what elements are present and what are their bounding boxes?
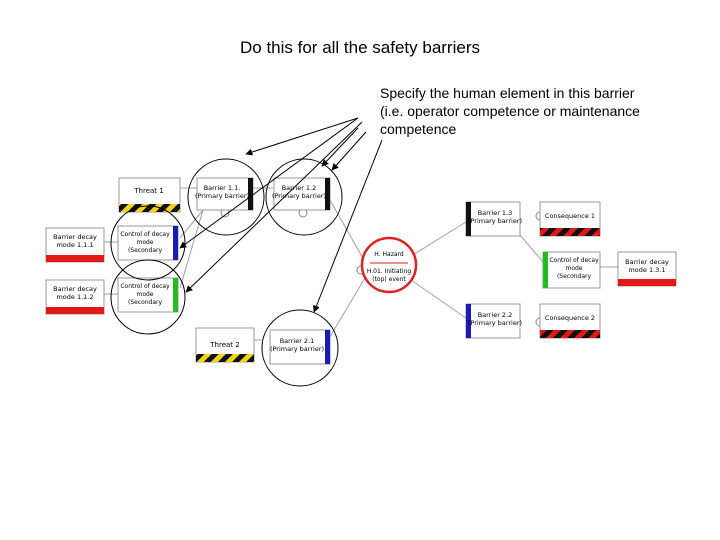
barrier-2-2-box[interactable]: Barrier 2.2 (Primary barrier)	[465, 303, 522, 339]
control-3-line2: mode	[565, 265, 582, 272]
arrow-to-barrier-1-2-b	[331, 131, 367, 171]
decay-mode-1-3-1-box[interactable]: Barrier decay mode 1.3.1	[617, 251, 677, 287]
barrier-2-2-title: Barrier 2.2	[478, 311, 513, 319]
threat-1-label: Threat 1	[133, 187, 163, 195]
connector-lines	[104, 187, 618, 341]
highlight-circle-barrier-1-2	[265, 158, 343, 236]
control-decay-mode-1-box[interactable]: Control of decay mode (Secondary	[117, 225, 179, 261]
hazard-top-event[interactable]: H. Hazard H.01. Initiating (top) event	[360, 236, 418, 294]
decay-1-1-1-subtitle: mode 1.1.1	[56, 241, 93, 249]
control-1-line2: mode	[136, 239, 153, 246]
threat-2-box[interactable]: Threat 2	[195, 327, 255, 363]
arrow-to-barrier-1-1	[245, 117, 359, 156]
barrier-1-3-box[interactable]: Barrier 1.3 (Primary barrier)	[465, 201, 522, 237]
top-event-line2: (top) event	[372, 276, 406, 283]
barrier-2-2-subtitle: (Primary barrier)	[468, 319, 522, 327]
threat-2-label: Threat 2	[209, 341, 239, 349]
threat-1-box[interactable]: Threat 1	[118, 177, 181, 213]
arrow-to-barrier-1-2	[321, 127, 359, 167]
barrier-1-1-title: Barrier 1.1.	[204, 184, 241, 192]
barrier-1-1-box[interactable]: Barrier 1.1. (Primary barrier)	[195, 177, 254, 211]
control-3-line1: Control of decay	[549, 257, 599, 264]
barrier-2-1-subtitle: (Primary barrier)	[270, 345, 324, 353]
hazard-label: H. Hazard	[374, 251, 404, 258]
consequence-1-box[interactable]: Consequence 1	[539, 201, 601, 237]
decay-1-3-1-subtitle: mode 1.3.1	[628, 266, 665, 274]
decay-1-3-1-title: Barrier decay	[625, 258, 669, 266]
barrier-1-2-subtitle: (Primary barrier)	[272, 192, 326, 200]
barrier-1-3-title: Barrier 1.3	[478, 209, 513, 217]
consequence-1-label: Consequence 1	[545, 212, 595, 220]
decay-mode-1-1-1-box[interactable]: Barrier decay mode 1.1.1	[45, 227, 105, 263]
highlight-circle-barrier-2-1	[261, 309, 339, 387]
barrier-1-1-subtitle: (Primary barrier)	[195, 192, 249, 200]
decay-1-1-2-title: Barrier decay	[53, 285, 97, 293]
page-title: Do this for all the safety barriers	[240, 38, 480, 57]
consequence-2-label: Consequence 2	[545, 314, 595, 322]
arrow-to-barrier-2-1	[313, 139, 383, 313]
control-1-line3: (Secondary	[128, 247, 163, 254]
decay-mode-1-1-2-box[interactable]: Barrier decay mode 1.1.2	[45, 279, 105, 315]
control-1-line1: Control of decay	[120, 231, 170, 238]
control-2-line1: Control of decay	[120, 283, 170, 290]
annotation-arrows	[179, 117, 383, 313]
barrier-2-1-title: Barrier 2.1	[280, 337, 315, 345]
annotation-text: Specify the human element in this barrie…	[380, 85, 640, 137]
control-2-line2: mode	[136, 291, 153, 298]
control-3-line3: (Secondary	[557, 273, 592, 280]
barrier-1-2-box[interactable]: Barrier 1.2 (Primary barrier)	[272, 177, 331, 211]
control-2-line3: (Secondary	[128, 299, 163, 306]
decay-1-1-2-subtitle: mode 1.1.2	[56, 293, 93, 301]
highlight-circles	[110, 158, 343, 387]
arrow-to-control-1	[179, 117, 359, 249]
highlight-circle-control-2	[110, 259, 186, 335]
highlight-circle-barrier-1-1	[187, 158, 265, 236]
arrow-to-control-2	[185, 121, 363, 293]
decay-1-1-1-title: Barrier decay	[53, 233, 97, 241]
barrier-2-1-box[interactable]: Barrier 2.1 (Primary barrier)	[269, 329, 331, 365]
control-decay-mode-3-box[interactable]: Control of decay mode (Secondary	[542, 251, 601, 289]
barrier-1-3-subtitle: (Primary barrier)	[468, 217, 522, 225]
control-decay-mode-2-box[interactable]: Control of decay mode (Secondary	[117, 277, 179, 313]
top-event-line1: H.01. Initiating	[367, 268, 412, 275]
barrier-1-2-title: Barrier 1.2	[282, 184, 317, 192]
consequence-2-box[interactable]: Consequence 2	[539, 303, 601, 339]
